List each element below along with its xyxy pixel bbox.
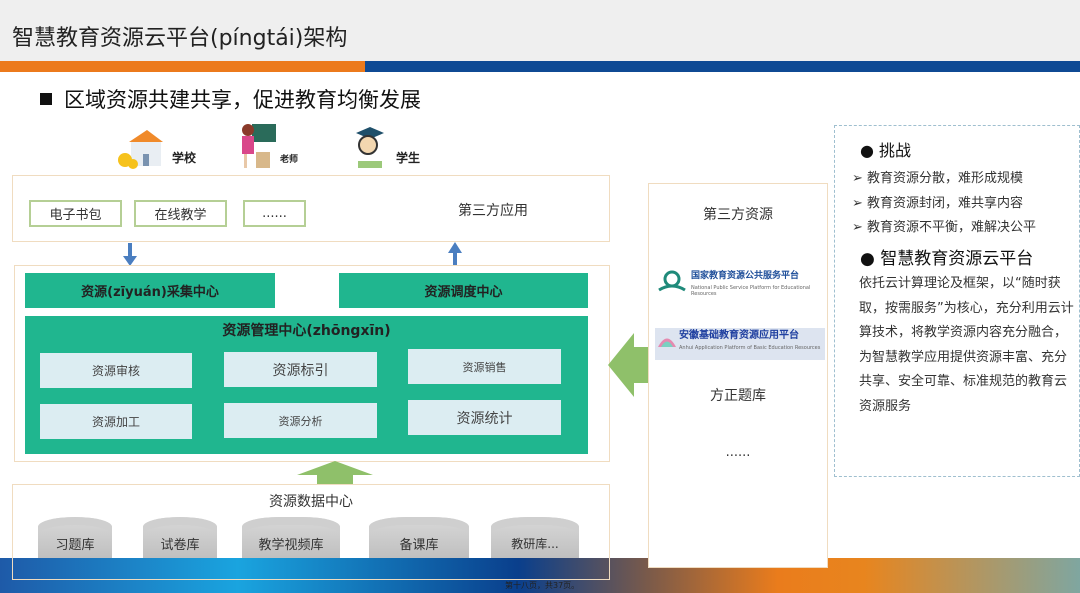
- footer-band: [0, 558, 1080, 593]
- arrow-left-green-icon: [608, 333, 650, 401]
- challenges-heading-text: 挑战: [879, 141, 912, 160]
- challenge-item: ➢ 教育资源分散，难形成规模: [852, 171, 1024, 186]
- logo1-en-text: National Public Service Platform for Edu…: [691, 285, 811, 297]
- app-online-teaching[interactable]: 在线教学: [134, 200, 227, 227]
- platform-heading: ● 智慧教育资源云平台: [860, 249, 1034, 269]
- data-center-border: [12, 558, 610, 580]
- challenges-list: ➢ 教育资源分散，难形成规模 ➢ 教育资源封闭，难共享内容 ➢ 教育资源不平衡，…: [852, 167, 1036, 241]
- third-party-more: ......: [725, 445, 751, 460]
- subtitle-text: 区域资源共建共享，促进教育均衡发展: [64, 88, 421, 112]
- cell-analysis: 资源分析: [224, 403, 377, 438]
- logo2-en-text: Anhui Application Platform of Basic Educ…: [679, 345, 821, 351]
- teacher-icon: [238, 122, 278, 170]
- blue-divider: [365, 61, 1080, 72]
- page-number: 第十八页，共37页。: [505, 581, 580, 590]
- cell-processing: 资源加工: [40, 404, 192, 439]
- arrow-up-green-icon: [297, 461, 373, 489]
- resource-collection-center: 资源(zīyuán)采集中心: [25, 273, 275, 308]
- founder-question-bank: 方正题库: [710, 388, 766, 404]
- user-label-school: 学校: [172, 151, 197, 165]
- student-icon: [352, 125, 388, 170]
- bullet-square-icon: [40, 93, 52, 105]
- cell-index: 资源标引: [224, 352, 377, 387]
- challenge-text: 教育资源不平衡，难解决公平: [867, 220, 1037, 235]
- platform-heading-text: 智慧教育资源云平台: [880, 249, 1034, 269]
- app-ebook-bag[interactable]: 电子书包: [29, 200, 122, 227]
- logo1-text: 国家教育资源公共服务平台: [691, 271, 800, 281]
- platform-description: 依托云计算理论及框架，以“随时获取，按需服务”为核心，充分利用云计算技术，将教学…: [859, 276, 1074, 414]
- header-bar: [0, 0, 1080, 61]
- subtitle: 区域资源共建共享，促进教育均衡发展: [40, 84, 421, 114]
- challenge-text: 教育资源封闭，难共享内容: [867, 195, 1024, 211]
- national-platform-logo-icon: [658, 270, 686, 292]
- cell-statistics: 资源统计: [408, 400, 561, 435]
- school-icon: [115, 128, 165, 170]
- data-center-title: 资源数据中心: [269, 494, 353, 510]
- app-more[interactable]: ......: [243, 200, 306, 227]
- cell-review: 资源审核: [40, 353, 192, 388]
- logo2-text: 安徽基础教育资源应用平台: [679, 330, 799, 341]
- notes-panel: [834, 125, 1080, 477]
- page-title: 智慧教育资源云平台(píngtái)架构: [12, 26, 348, 51]
- arrow-up-icon: [448, 242, 462, 274]
- logo-national-platform: 国家教育资源公共服务平台 National Public Service Pla…: [657, 268, 822, 302]
- arrow-down-icon: [123, 243, 137, 271]
- third-party-resources-title: 第三方资源: [703, 207, 773, 223]
- challenge-text: 教育资源分散，难形成规模: [867, 171, 1024, 186]
- management-title: 资源管理中心(zhōngxīn): [222, 323, 391, 339]
- logo-anhui-platform: 安徽基础教育资源应用平台 Anhui Application Platform …: [655, 328, 825, 360]
- anhui-platform-logo-icon: [658, 338, 676, 347]
- user-label-student: 学生: [396, 151, 421, 165]
- third-party-apps-label: 第三方应用: [458, 203, 528, 219]
- challenge-item: ➢ 教育资源封闭，难共享内容: [852, 195, 1024, 211]
- resource-dispatch-center: 资源调度中心: [339, 273, 588, 308]
- challenges-heading: ● 挑战: [860, 141, 912, 160]
- cell-sales: 资源销售: [408, 349, 561, 384]
- third-party-resources-panel: [648, 183, 828, 568]
- challenge-item: ➢ 教育资源不平衡，难解决公平: [852, 220, 1037, 235]
- user-label-teacher: 老师: [280, 155, 299, 165]
- orange-divider: [0, 61, 365, 72]
